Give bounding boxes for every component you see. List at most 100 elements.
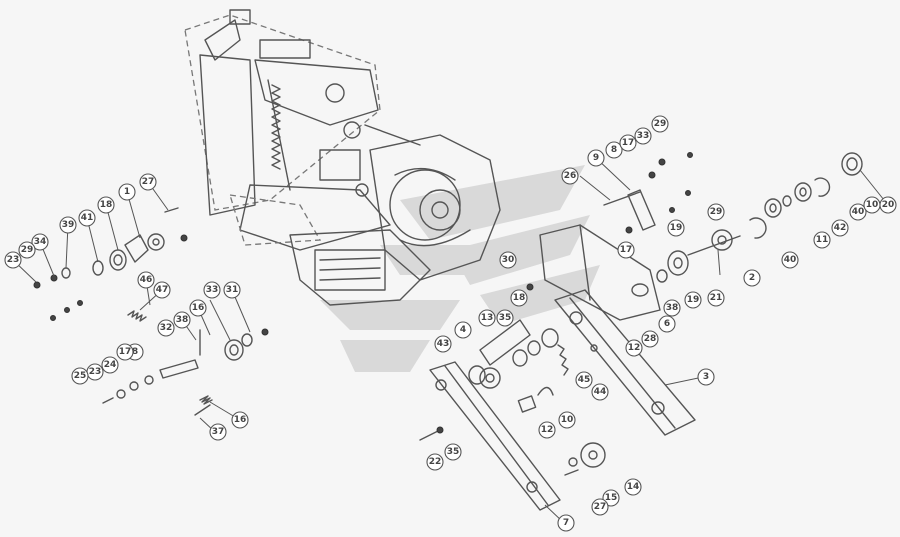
callout-number: 14 bbox=[627, 482, 640, 492]
callout-number: 24 bbox=[104, 360, 117, 370]
callout-37: 37 bbox=[209, 423, 227, 441]
callout-number: 35 bbox=[447, 447, 460, 457]
callout-circle bbox=[59, 216, 77, 234]
callout-circle bbox=[478, 309, 496, 327]
callout-3: 3 bbox=[697, 368, 715, 386]
callout-number: 40 bbox=[852, 207, 865, 217]
callout-17: 17 bbox=[116, 343, 134, 361]
callout-23: 23 bbox=[4, 251, 22, 269]
callout-number: 39 bbox=[62, 220, 75, 230]
watermark-logo bbox=[320, 165, 600, 372]
callout-number: 22 bbox=[429, 457, 442, 467]
callout-circle bbox=[575, 371, 593, 389]
callout-number: 10 bbox=[561, 415, 574, 425]
callout-number: 32 bbox=[160, 323, 173, 333]
callout-35: 35 bbox=[496, 309, 514, 327]
callout-22: 22 bbox=[426, 453, 444, 471]
callout-25: 25 bbox=[71, 367, 89, 385]
callout-circle bbox=[557, 514, 575, 532]
callout-circle bbox=[499, 251, 517, 269]
callout-number: 33 bbox=[206, 285, 219, 295]
callout-29: 29 bbox=[651, 115, 669, 133]
callout-circle bbox=[71, 367, 89, 385]
callout-circle bbox=[849, 203, 867, 221]
callout-circle bbox=[434, 335, 452, 353]
callout-30: 30 bbox=[499, 251, 517, 269]
callout-circle bbox=[634, 127, 652, 145]
callout-number: 8 bbox=[132, 347, 138, 357]
callout-circle bbox=[101, 356, 119, 374]
callout-number: 38 bbox=[176, 315, 189, 325]
callout-circle bbox=[231, 411, 249, 429]
callout-number: 20 bbox=[882, 200, 895, 210]
callout-circle bbox=[426, 453, 444, 471]
callout-circle bbox=[118, 183, 136, 201]
callout-12: 12 bbox=[625, 339, 643, 357]
callout-circle bbox=[496, 309, 514, 327]
callout-circle bbox=[116, 343, 134, 361]
callout-number: 11 bbox=[816, 235, 829, 245]
callout-number: 16 bbox=[234, 415, 247, 425]
callout-circle bbox=[209, 423, 227, 441]
callout-26: 26 bbox=[561, 167, 579, 185]
callout-circle bbox=[625, 339, 643, 357]
callout-31: 31 bbox=[223, 281, 241, 299]
callout-circle bbox=[781, 251, 799, 269]
callout-circle bbox=[667, 219, 685, 237]
callout-number: 17 bbox=[119, 347, 132, 357]
callout-circle bbox=[444, 443, 462, 461]
callout-circle bbox=[619, 134, 637, 152]
callout-43: 43 bbox=[434, 335, 452, 353]
callout-number: 26 bbox=[564, 171, 577, 181]
callout-circle bbox=[4, 251, 22, 269]
callout-number: 27 bbox=[594, 502, 607, 512]
callout-circle bbox=[684, 291, 702, 309]
callout-number: 28 bbox=[644, 334, 657, 344]
main-mechanism-assembly bbox=[184, 9, 501, 306]
callout-circle bbox=[707, 203, 725, 221]
callout-44: 44 bbox=[591, 383, 609, 401]
callout-2: 2 bbox=[743, 269, 761, 287]
callout-number: 6 bbox=[664, 319, 670, 329]
callout-6: 6 bbox=[658, 315, 676, 333]
callout-number: 47 bbox=[156, 285, 169, 295]
callout-19: 19 bbox=[667, 219, 685, 237]
callout-24: 24 bbox=[101, 356, 119, 374]
callout-32: 32 bbox=[157, 319, 175, 337]
left-parts-group bbox=[33, 207, 269, 416]
callout-circle bbox=[223, 281, 241, 299]
callout-number: 40 bbox=[784, 255, 797, 265]
callout-circle bbox=[697, 368, 715, 386]
callout-circle bbox=[189, 299, 207, 317]
callout-circle bbox=[173, 311, 191, 329]
callout-number: 45 bbox=[578, 375, 591, 385]
callout-23: 23 bbox=[86, 363, 104, 381]
callout-number: 18 bbox=[100, 200, 113, 210]
callout-circle bbox=[663, 299, 681, 317]
callout-17: 17 bbox=[617, 241, 635, 259]
callout-number: 25 bbox=[74, 371, 87, 381]
callout-number: 23 bbox=[7, 255, 20, 265]
callout-circle bbox=[18, 241, 36, 259]
callout-18: 18 bbox=[97, 196, 115, 214]
callout-number: 2 bbox=[749, 273, 755, 283]
callout-35: 35 bbox=[444, 443, 462, 461]
callout-circle bbox=[587, 149, 605, 167]
callout-number: 10 bbox=[866, 200, 879, 210]
callout-41: 41 bbox=[78, 209, 96, 227]
callout-number: 38 bbox=[666, 303, 679, 313]
callout-circle bbox=[510, 289, 528, 307]
callout-12: 12 bbox=[538, 421, 556, 439]
callout-circle bbox=[591, 383, 609, 401]
callout-number: 18 bbox=[513, 293, 526, 303]
callout-number: 1 bbox=[124, 187, 130, 197]
callout-16: 16 bbox=[189, 299, 207, 317]
callout-20: 20 bbox=[879, 196, 897, 214]
callout-circle bbox=[658, 315, 676, 333]
callout-39: 39 bbox=[59, 216, 77, 234]
callout-circle bbox=[879, 196, 897, 214]
callout-circle bbox=[641, 330, 659, 348]
callout-circle bbox=[153, 281, 171, 299]
callout-number: 17 bbox=[622, 138, 635, 148]
